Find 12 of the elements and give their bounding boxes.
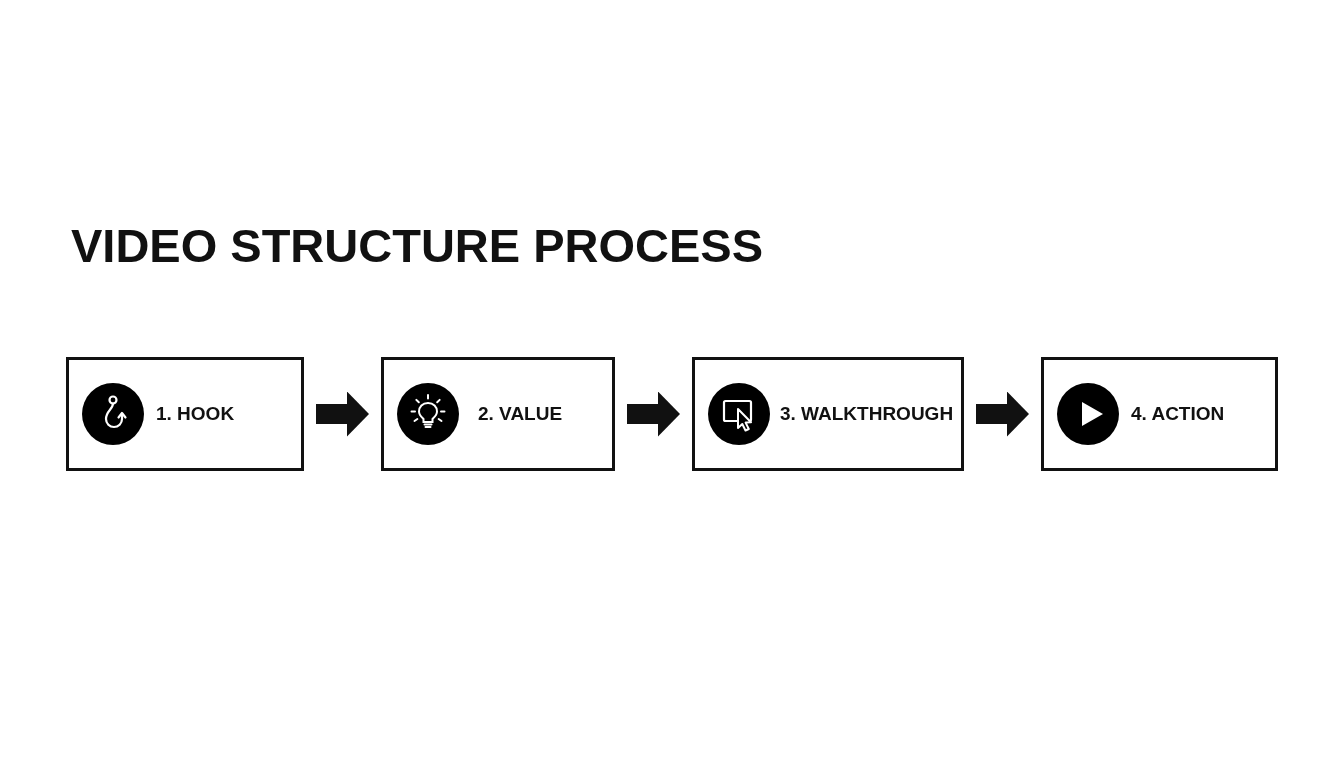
arrow (627, 391, 680, 437)
step-label: 3. WALKTHROUGH (780, 402, 954, 426)
arrow (316, 391, 369, 437)
diagram-title: VIDEO STRUCTURE PROCESS (71, 218, 764, 274)
process-box (381, 357, 615, 471)
step-label: 1. HOOK (156, 402, 235, 426)
step-label: 2. VALUE (478, 402, 563, 426)
arrow (976, 391, 1029, 437)
step-label: 4. ACTION (1131, 402, 1225, 426)
process-box (692, 357, 964, 471)
process-box (66, 357, 304, 471)
process-box (1041, 357, 1278, 471)
